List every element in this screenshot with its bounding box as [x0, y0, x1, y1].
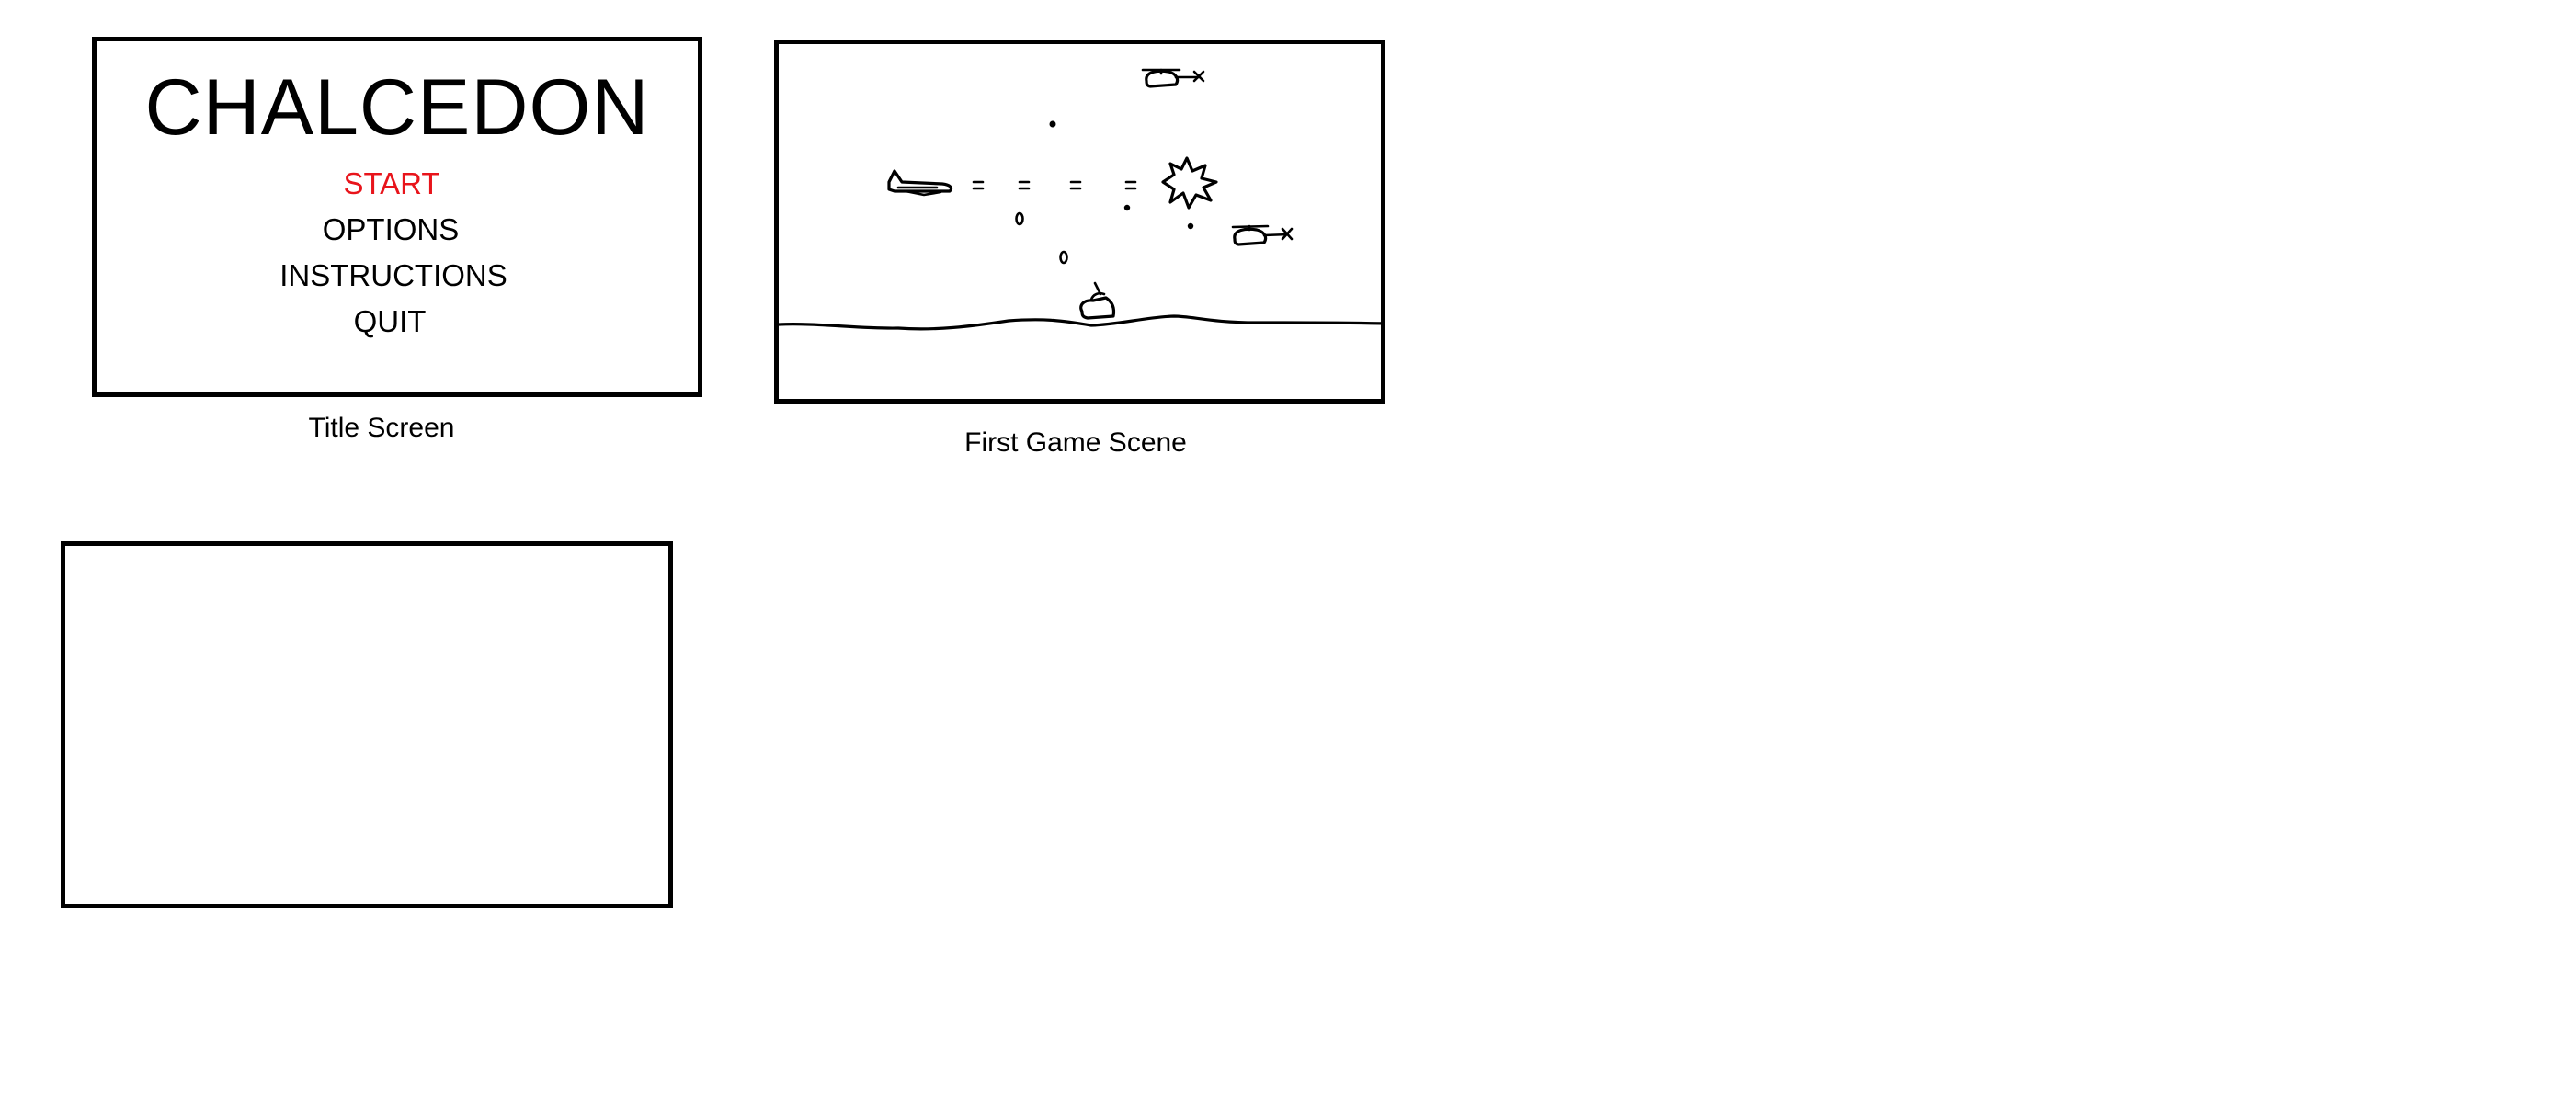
- ground-line: [779, 314, 1381, 331]
- bullet-trail: [972, 180, 1137, 190]
- menu-item-start-label: START: [343, 166, 440, 200]
- menu-item-start[interactable]: START: [97, 161, 698, 207]
- first-game-scene-caption: First Game Scene: [964, 427, 1187, 458]
- menu-item-quit[interactable]: QUIT: [97, 299, 698, 345]
- projectiles: [1015, 120, 1194, 265]
- menu-item-instructions-label: INSTRUCTIONS: [279, 258, 507, 292]
- title-screen-panel: CHALCEDON START OPTIONS INSTRUCTIONS QUI…: [92, 37, 702, 397]
- player-jet-icon: [887, 169, 953, 197]
- menu-item-options-label: OPTIONS: [322, 212, 460, 246]
- menu-item-quit-label: QUIT: [353, 304, 427, 338]
- main-menu: START OPTIONS INSTRUCTIONS QUIT: [97, 161, 698, 345]
- game-title: CHALCEDON: [144, 63, 650, 152]
- first-game-scene-panel: [774, 40, 1385, 404]
- blank-storyboard-panel: [61, 541, 673, 908]
- enemy-helicopter-icon: [1231, 224, 1294, 246]
- game-scene-canvas: [779, 68, 1381, 331]
- enemy-helicopter-icon: [1141, 68, 1205, 88]
- menu-item-instructions[interactable]: INSTRUCTIONS: [97, 253, 698, 299]
- explosion-icon: [1161, 156, 1218, 210]
- title-screen-caption: Title Screen: [308, 413, 455, 443]
- enemy-tank-icon: [1079, 281, 1116, 320]
- menu-item-options[interactable]: OPTIONS: [97, 207, 698, 253]
